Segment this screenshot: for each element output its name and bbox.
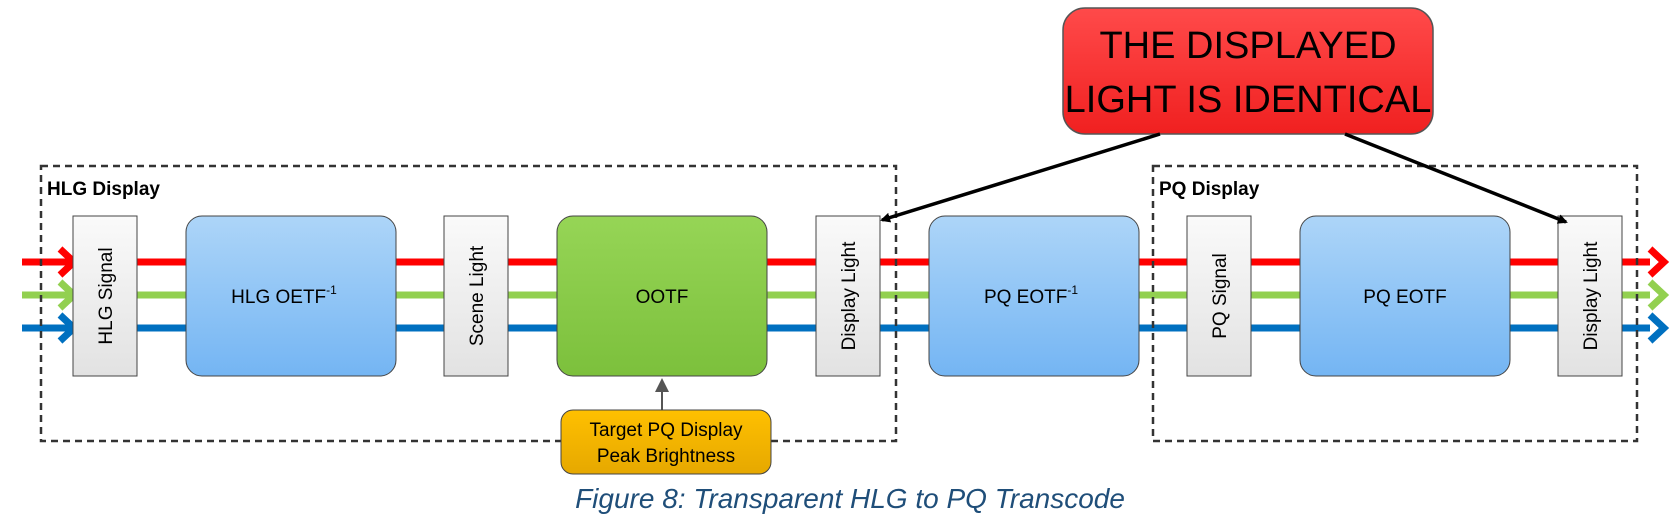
display-light-label-1: Display Light: [839, 241, 860, 350]
callout-pointer-right: [1344, 132, 1568, 224]
red-output-arrow-icon: [1647, 246, 1670, 278]
target-brightness-line-1: Target PQ Display: [589, 420, 743, 441]
display-light-block-2: [1557, 215, 1623, 377]
hlg-oetf-inverse-block: [185, 215, 397, 377]
figure-caption: Figure 8: Transparent HLG to PQ Transcod…: [575, 483, 1125, 514]
ootf-label: OOTF: [636, 287, 689, 308]
output-arrows: [1647, 246, 1670, 344]
target-brightness-block: [560, 409, 772, 475]
pq-eotf-block: [1299, 215, 1511, 377]
callout-line-2: LIGHT IS IDENTICAL: [1065, 79, 1432, 121]
callout-pointer-left: [880, 132, 1161, 223]
display-light-label-2: Display Light: [1581, 241, 1602, 350]
ootf-block: [556, 215, 768, 377]
scene-light-block: [443, 215, 509, 377]
pq-eotf-inverse-block: [928, 215, 1140, 377]
hlg-oetf-inverse-label: HLG OETF-1: [231, 283, 337, 308]
pq-signal-block: [1186, 215, 1252, 377]
pq-eotf-inverse-label: PQ EOTF-1: [984, 283, 1078, 308]
pq-display-group: [1151, 164, 1639, 443]
callout-line-1: THE DISPLAYED: [1099, 25, 1396, 67]
pq-signal-label: PQ Signal: [1210, 253, 1231, 339]
pq-eotf-label: PQ EOTF: [1363, 287, 1446, 308]
hlg-signal-block: [72, 215, 138, 377]
display-light-block-1: [815, 215, 881, 377]
hlg-signal-label: HLG Signal: [96, 247, 117, 344]
pq-display-label: PQ Display: [1159, 179, 1260, 200]
target-to-ootf-arrow-icon: [655, 378, 669, 392]
scene-light-label: Scene Light: [467, 245, 488, 346]
target-brightness-line-2: Peak Brightness: [597, 446, 735, 467]
identical-light-callout: [1062, 7, 1434, 135]
blue-output-arrow-icon: [1647, 312, 1670, 344]
hlg-display-label: HLG Display: [47, 179, 160, 200]
green-output-arrow-icon: [1647, 279, 1670, 311]
